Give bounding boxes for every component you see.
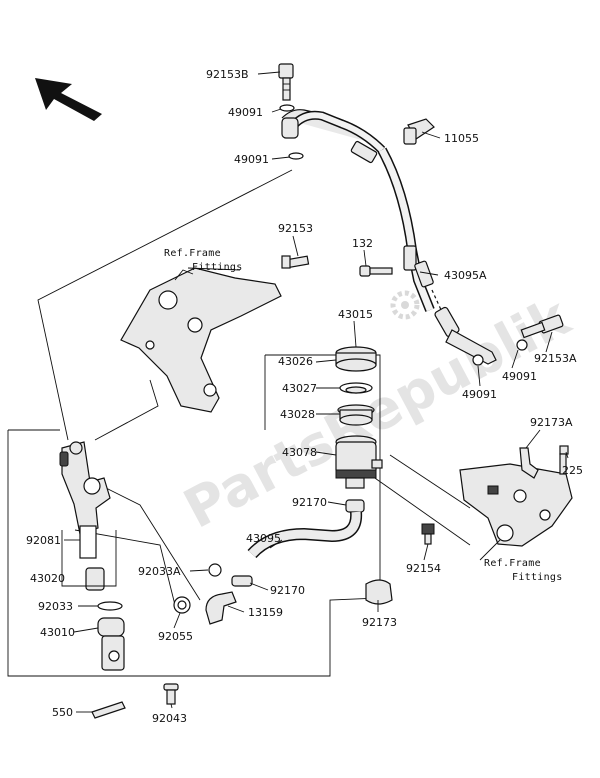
frame-fitting-upper: [120, 255, 310, 413]
plate-43027-inner: [345, 386, 367, 394]
reservoir-43078: [335, 435, 383, 489]
part-label: 550: [52, 706, 73, 719]
part-label: 49091: [228, 106, 263, 119]
part-label: 43095A: [444, 269, 487, 282]
part-label: 49091: [462, 388, 497, 401]
part-label: 92153A: [534, 352, 577, 365]
banjo-bolt-top: [278, 63, 294, 101]
ref-label-lower: Ref.Frame Fittings: [484, 558, 563, 583]
clamp-92170-a: [345, 499, 365, 513]
pushrod-43010: [91, 617, 126, 719]
washer-49091-c: [516, 339, 528, 351]
bolt-132: [359, 265, 393, 277]
part-label: 92170: [270, 584, 305, 597]
assembly-outline: [7, 169, 471, 677]
washer-49091-a: [279, 104, 295, 112]
banjo-bolt-92153A: [520, 314, 564, 339]
part-number-labels: 92153B 49091 49091 11055 92153 132 43095…: [26, 68, 583, 725]
part-label: 13159: [248, 606, 283, 619]
part-label: 92173A: [530, 416, 573, 429]
ref-label-line1: Ref.Frame: [164, 248, 221, 259]
part-label: 43010: [40, 626, 75, 639]
part-label: 11055: [444, 132, 479, 145]
frame-fitting-lower-right: [459, 463, 573, 547]
spring-92081: [79, 525, 97, 559]
part-label: 92153: [278, 222, 313, 235]
part-label: 92081: [26, 534, 61, 547]
part-label: 132: [352, 237, 373, 250]
part-label: 43028: [280, 408, 315, 421]
part-label: 92154: [406, 562, 441, 575]
part-label: 92033A: [138, 565, 181, 578]
part-label: 49091: [234, 153, 269, 166]
front-direction-arrow-icon: [35, 78, 102, 121]
ref-label-line1: Ref.Frame: [484, 558, 541, 569]
screw-92154: [421, 523, 435, 545]
ref-label-upper: Ref.Frame Fittings: [164, 248, 243, 273]
part-label: 225: [562, 464, 583, 477]
ref-label-line2: Fittings: [512, 572, 563, 583]
part-label: 43027: [282, 382, 317, 395]
part-label: 92170: [292, 496, 327, 509]
clamp-92170-b: [231, 575, 253, 587]
gear-icon: [390, 290, 420, 320]
diaphragm-43028: [337, 404, 375, 426]
part-label: 43078: [282, 446, 317, 459]
leader-lines: [64, 71, 569, 713]
circlip-92033: [97, 601, 123, 611]
ref-label-line2: Fittings: [192, 262, 243, 273]
brake-hose-43095A: [281, 109, 497, 365]
piston-43020: [85, 567, 105, 591]
part-label: 92033: [38, 600, 73, 613]
washer-49091-b: [288, 152, 304, 160]
washer-49091-d: [472, 354, 484, 366]
clamp-11055: [403, 118, 435, 145]
bolt-225: [559, 445, 569, 475]
part-label: 43020: [30, 572, 65, 585]
part-label: 92173: [362, 616, 397, 629]
circlip-92033A: [208, 563, 222, 577]
master-cylinder-43010: [59, 441, 111, 535]
reservoir-cap-43026: [335, 346, 377, 372]
fitting-13159: [205, 591, 237, 625]
clamp-92173: [365, 579, 393, 605]
part-label: 92043: [152, 712, 187, 725]
pin-92043: [163, 683, 179, 705]
part-label: 43026: [278, 355, 313, 368]
part-label: 92055: [158, 630, 193, 643]
part-label: 43095: [246, 532, 281, 545]
part-label: 43015: [338, 308, 373, 321]
part-label: 49091: [502, 370, 537, 383]
part-label: 92153B: [206, 68, 249, 81]
bracket-92173A: [519, 447, 539, 479]
oring-92055-inner: [177, 600, 187, 610]
hose-43095: [247, 511, 363, 559]
